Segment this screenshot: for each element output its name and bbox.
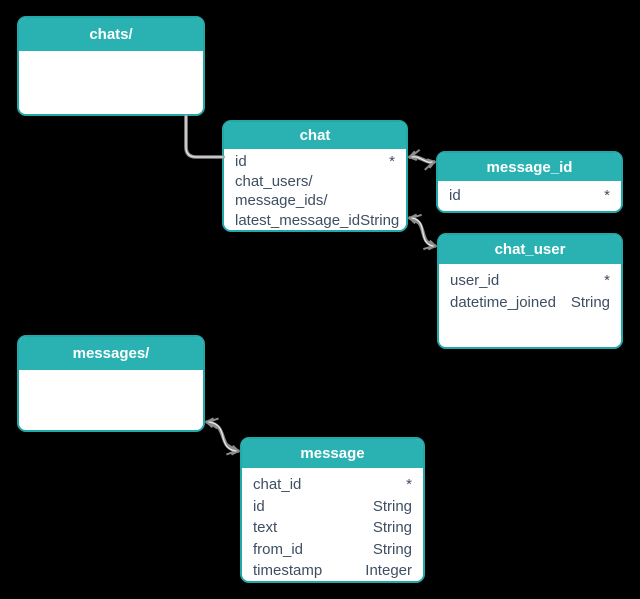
field-row: timestamp Integer [253,560,412,581]
connector-chat-chat-user [410,218,435,246]
entity-chat-body: id * chat_users/ message_ids/ latest_mes… [224,149,406,230]
field-row: latest_message_id String [235,211,399,231]
field-row: id * [235,152,395,172]
field-name: id [449,187,461,204]
field-row: from_id String [253,539,412,561]
field-row: user_id * [450,270,610,292]
entity-chat-user-body: user_id * datetime_joined String [439,264,621,347]
field-name: chat_users/ [235,172,313,190]
field-row: message_ids/ [235,191,395,211]
entity-chat-title: chat [224,122,406,149]
field-name: message_ids/ [235,192,328,209]
field-row: text String [253,517,412,539]
connector-chat-message-id [410,157,434,163]
entity-message-id[interactable]: message_id id * [436,151,623,213]
entity-chats-title: chats/ [19,18,203,51]
field-name: latest_message_id [235,211,361,229]
field-row: id * [449,186,610,206]
field-type: * [604,187,610,204]
entity-messages[interactable]: messages/ [17,335,205,432]
entity-chats-body [19,51,203,114]
field-row: chat_users/ [235,172,395,192]
entity-chat-user[interactable]: chat_user user_id * datetime_joined Stri… [437,233,623,349]
entity-messages-body [19,370,203,430]
field-type: * [406,476,412,493]
entity-message-id-body: id * [438,181,621,211]
entity-chats[interactable]: chats/ [17,16,205,116]
field-name: from_id [253,540,304,558]
field-name: id [253,497,265,515]
field-name: timestamp [253,562,323,579]
field-type: String [570,293,610,311]
entity-message-title: message [242,439,423,468]
entity-chat[interactable]: chat id * chat_users/ message_ids/ lates… [222,120,408,232]
entity-chat-user-title: chat_user [439,235,621,264]
connector-chats-chat [184,114,225,159]
field-type: String [372,519,412,536]
field-type: * [604,272,610,289]
field-type: String [360,211,400,229]
entity-message[interactable]: message chat_id * id String text String … [240,437,425,583]
entity-message-id-title: message_id [438,153,621,181]
field-name: user_id [450,272,500,289]
field-row: chat_id * [253,474,412,496]
connector-messages-message [207,422,238,451]
field-type: Integer [365,562,412,579]
field-type: String [372,540,412,558]
entity-message-body: chat_id * id String text String from_id … [242,468,423,581]
field-name: id [235,153,247,170]
field-name: datetime_joined [450,293,556,311]
field-row: datetime_joined String [450,292,610,314]
entity-messages-title: messages/ [19,337,203,370]
field-row: id String [253,496,412,518]
field-name: chat_id [253,476,302,493]
field-type: String [372,497,412,515]
field-type: * [389,153,395,170]
field-name: text [253,519,278,536]
